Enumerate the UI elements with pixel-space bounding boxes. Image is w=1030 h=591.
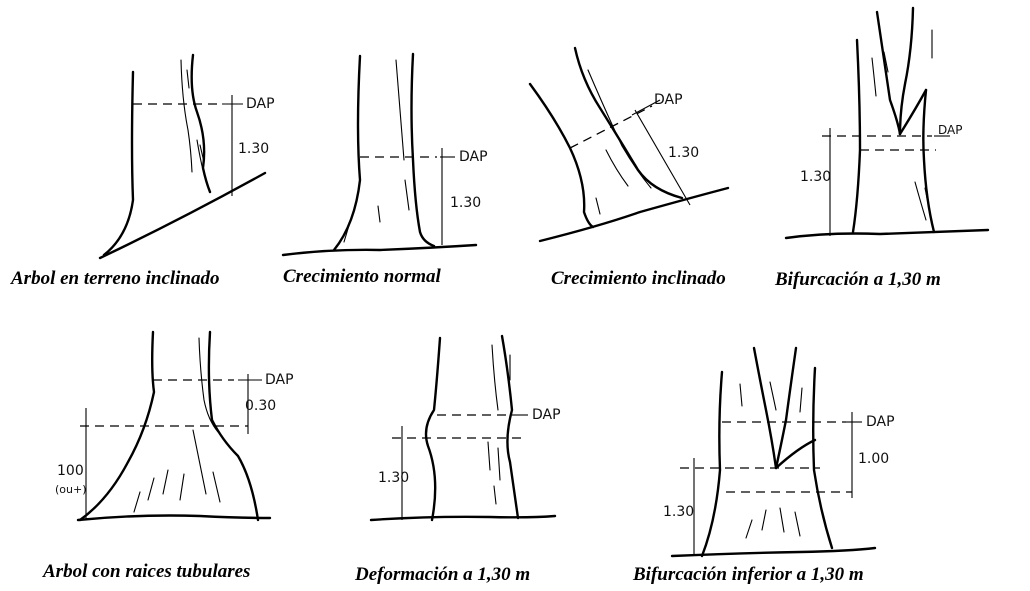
bark-line (396, 60, 404, 160)
dap-label: DAP (532, 407, 561, 423)
dap-label: DAP (654, 92, 683, 108)
bark-line (163, 470, 168, 494)
trunk-left-edge (426, 338, 440, 520)
trunk-left-edge (530, 84, 593, 227)
panel-sloped-terrain: DAP 1.30 Arbol en terreno inclinado (10, 55, 275, 289)
bark-line (494, 486, 496, 504)
trunk-right-edge (575, 48, 682, 198)
height-label: 1.30 (668, 145, 699, 161)
bark-line (762, 510, 766, 530)
panel-caption: Crecimiento inclinado (551, 268, 726, 289)
bark-line (925, 188, 931, 218)
bark-line (193, 430, 206, 494)
bark-line (134, 492, 140, 512)
trunk-left-edge (334, 56, 360, 250)
bark-line (800, 388, 802, 412)
dap-label: DAP (265, 372, 294, 388)
panel-fork-below-130: DAP 1.00 1.30 Bifurcación inferior a 1,3… (632, 348, 895, 585)
trunk-left-edge (702, 372, 722, 556)
bark-line (405, 180, 409, 210)
bark-line (213, 472, 220, 502)
root-height-label: 100 (57, 463, 84, 479)
fork-branch (776, 348, 796, 468)
root-height-note: (ou+) (55, 483, 87, 496)
dap-label: DAP (866, 414, 895, 430)
panel-caption: Bifurcación a 1,30 m (774, 269, 941, 290)
bark-line (770, 382, 776, 410)
trunk-right-edge (813, 368, 832, 548)
panel-caption: Arbol en terreno inclinado (10, 268, 220, 289)
panel-caption: Crecimiento normal (283, 266, 442, 287)
fork-branch (754, 348, 776, 468)
height-label: 1.30 (800, 169, 831, 185)
panel-caption: Deformación a 1,30 m (354, 564, 530, 585)
slope-ground-line (540, 188, 728, 241)
panel-deformation: DAP 1.30 Deformación a 1,30 m (354, 336, 561, 585)
bark-line (606, 150, 628, 186)
bark-line (180, 474, 184, 500)
fork-branch (877, 12, 900, 134)
bark-line (872, 58, 876, 96)
dap-label: DAP (459, 149, 488, 165)
trunk-left-edge (104, 72, 133, 255)
panel-caption: Bifurcación inferior a 1,30 m (632, 564, 864, 585)
bark-line (780, 508, 784, 532)
panel-normal-growth: DAP 1.30 Crecimiento normal (283, 54, 488, 287)
bark-line (492, 345, 498, 410)
height-label: 0.30 (245, 398, 276, 414)
dap-label: DAP (938, 123, 962, 137)
panel-caption: Arbol con raices tubulares (42, 561, 250, 582)
bark-line (187, 70, 189, 88)
panel-fork-at-130: DAP 1.30 Bifurcación a 1,30 m (774, 8, 988, 290)
bark-line (378, 206, 380, 222)
bark-line (746, 520, 752, 538)
ground-line (371, 516, 555, 520)
bark-line (795, 512, 800, 536)
ground-line (283, 245, 476, 255)
bark-line (181, 60, 192, 172)
dap-label: DAP (246, 96, 275, 112)
bark-line (588, 70, 651, 188)
bark-line (915, 182, 926, 220)
ground-line (786, 230, 988, 238)
height-label: 1.30 (663, 504, 694, 520)
dap-dashed-line (570, 106, 652, 148)
trunk-right-edge (192, 55, 210, 192)
height-label: 1.30 (378, 470, 409, 486)
bark-line (488, 442, 490, 470)
fork-height-label: 1.00 (858, 451, 889, 467)
panel-leaning-growth: DAP 1.30 Crecimiento inclinado (530, 48, 728, 289)
trunk-right-edge (412, 54, 435, 246)
ground-line (78, 516, 270, 521)
panel-buttress-roots: DAP 0.30 100 (ou+) Arbol con raices tubu… (42, 332, 294, 582)
height-label: 1.30 (238, 141, 269, 157)
bark-line (596, 198, 600, 214)
bark-line (148, 478, 154, 500)
bark-line (498, 448, 500, 480)
slope-ground-line (100, 173, 265, 258)
trunk-right-edge (923, 90, 934, 232)
height-label: 1.30 (450, 195, 481, 211)
bark-line (740, 384, 742, 406)
